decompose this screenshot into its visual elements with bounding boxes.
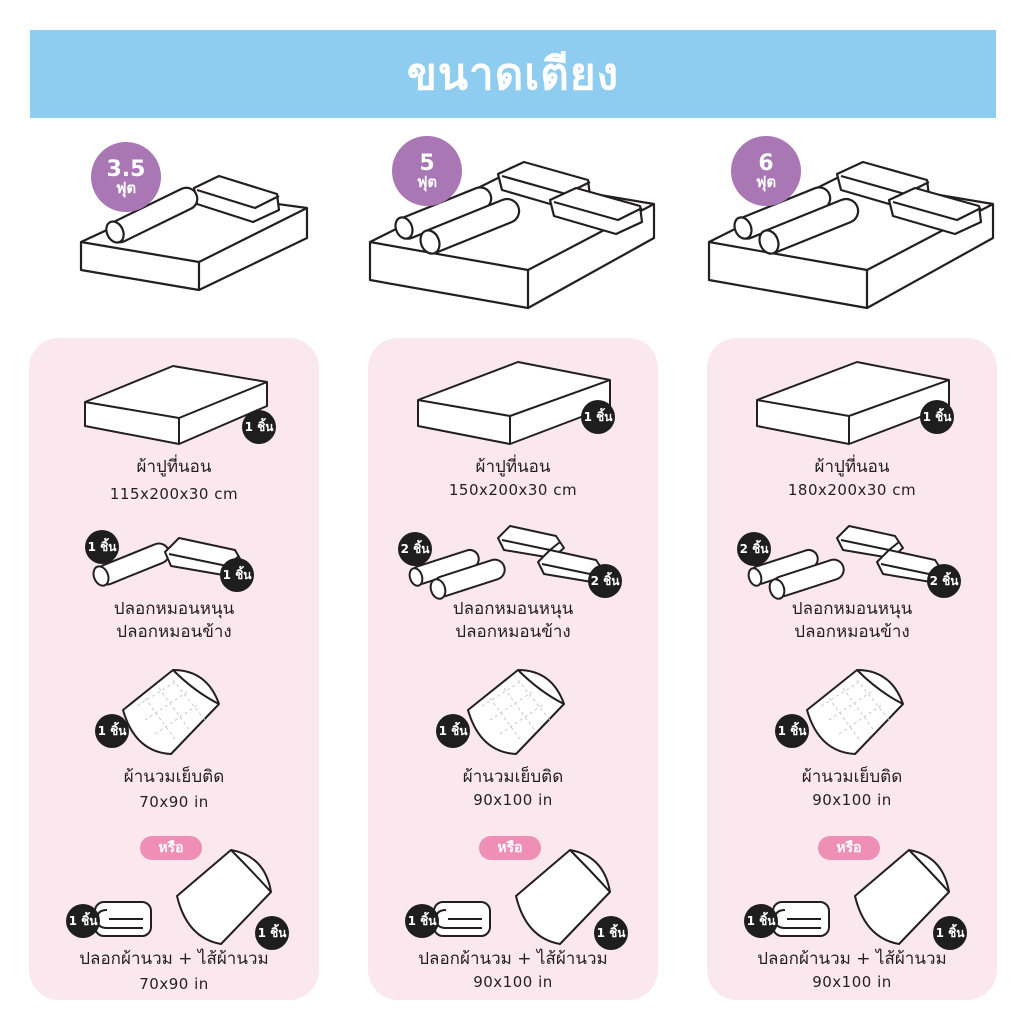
bed-illustration: 5 ฟุต	[368, 130, 658, 330]
bedding-set-card: 1 ชิ้น ผ้าปูที่นอน 115x200x30 cm 1 ชิ้น …	[29, 338, 319, 1000]
pieces-badge: 1 ชิ้น	[436, 714, 470, 748]
duvet-set-label: ปลอกผ้านวม + ไส้ผ้านวม	[79, 949, 269, 969]
bolster-pieces-badge: 2 ชิ้น	[737, 532, 771, 566]
duvet-insert-pieces-badge: 1 ชิ้น	[255, 916, 289, 950]
bed-illustration: 3.5 ฟุต	[29, 130, 319, 330]
fitted-sheet-dimensions: 150x200x30 cm	[448, 481, 578, 499]
duvet-insert-icon	[854, 849, 950, 945]
king-bed-icon	[707, 160, 995, 310]
size-badge: 3.5 ฟุต	[91, 142, 161, 212]
comforter-label: ผ้านวมเย็บติด	[801, 767, 903, 787]
or-divider: หรือ	[818, 836, 880, 860]
quilt-icon	[806, 669, 904, 755]
bolster-icon	[747, 548, 845, 600]
pillow-pieces-badge: 1 ชิ้น	[220, 558, 254, 592]
fitted-sheet-icon	[84, 365, 268, 445]
duvet-cover-pieces-badge: 1 ชิ้น	[405, 904, 439, 938]
size-value: 6	[758, 150, 774, 176]
pieces-badge: 1 ชิ้น	[581, 400, 615, 434]
duvet-insert-pieces-badge: 1 ชิ้น	[933, 916, 967, 950]
bed-size-column-5: 5 ฟุต 1 ชิ้น ผ้าปูที่นอน 150x200x30 cm	[368, 0, 658, 1024]
or-divider: หรือ	[479, 836, 541, 860]
pieces-badge: 1 ชิ้น	[242, 410, 276, 444]
bolster-icon	[408, 548, 506, 600]
size-unit: ฟุต	[115, 178, 137, 197]
bolster-pieces-badge: 2 ชิ้น	[398, 532, 432, 566]
single-bed-icon	[79, 174, 309, 292]
bolster-case-label: ปลอกหมอนข้าง	[455, 622, 571, 642]
fitted-sheet-dimensions: 180x200x30 cm	[787, 481, 917, 499]
pillow-case-label: ปลอกหมอนหนุน	[452, 599, 574, 619]
duvet-cover-pieces-badge: 1 ชิ้น	[744, 904, 778, 938]
size-unit: ฟุต	[755, 172, 777, 191]
duvet-insert-icon	[515, 849, 611, 945]
pillow-pieces-badge: 2 ชิ้น	[588, 564, 622, 598]
fitted-sheet-dimensions: 115x200x30 cm	[109, 485, 239, 503]
fitted-sheet-label: ผ้าปูที่นอน	[136, 457, 212, 477]
comforter-dimensions: 90x100 in	[812, 791, 892, 809]
bolster-pieces-badge: 1 ชิ้น	[85, 530, 119, 564]
pieces-badge: 1 ชิ้น	[95, 714, 129, 748]
bed-size-column-3-5: 3.5 ฟุต 1 ชิ้น ผ้าปูที่นอน 115x200x30 cm	[29, 0, 319, 1024]
duvet-insert-pieces-badge: 1 ชิ้น	[594, 916, 628, 950]
duvet-set-dimensions: 70x90 in	[139, 975, 209, 993]
duvet-insert-icon	[176, 849, 272, 945]
pillow-case-label: ปลอกหมอนหนุน	[791, 599, 913, 619]
duvet-set-dimensions: 90x100 in	[812, 973, 892, 991]
comforter-label: ผ้านวมเย็บติด	[123, 767, 225, 787]
bolster-case-label: ปลอกหมอนข้าง	[794, 622, 910, 642]
or-divider: หรือ	[140, 836, 202, 860]
size-unit: ฟุต	[416, 172, 438, 191]
duvet-set-dimensions: 90x100 in	[473, 973, 553, 991]
fitted-sheet-label: ผ้าปูที่นอน	[475, 457, 551, 477]
pieces-badge: 1 ชิ้น	[920, 400, 954, 434]
size-badge: 5 ฟุต	[392, 136, 462, 206]
size-value: 5	[419, 150, 435, 176]
pillow-pieces-badge: 2 ชิ้น	[927, 564, 961, 598]
bolster-case-label: ปลอกหมอนข้าง	[116, 622, 232, 642]
fitted-sheet-icon	[756, 361, 950, 445]
bedding-set-card: 1 ชิ้น ผ้าปูที่นอน 150x200x30 cm	[368, 338, 658, 1000]
duvet-cover-pieces-badge: 1 ชิ้น	[66, 904, 100, 938]
quilt-icon	[467, 669, 565, 755]
bedding-set-card: 1 ชิ้น ผ้าปูที่นอน 180x200x30 cm	[707, 338, 997, 1000]
double-bed-icon	[368, 160, 656, 310]
page-title: ขนาดเตียง	[406, 49, 620, 100]
comforter-dimensions: 90x100 in	[473, 791, 553, 809]
fitted-sheet-icon	[417, 361, 611, 445]
bed-size-column-6: 6 ฟุต 1 ชิ้น ผ้าปูที่นอน 180x200x30 cm	[707, 0, 997, 1024]
duvet-set-label: ปลอกผ้านวม + ไส้ผ้านวม	[418, 949, 608, 969]
size-value: 3.5	[106, 156, 146, 182]
fitted-sheet-label: ผ้าปูที่นอน	[814, 457, 890, 477]
pieces-badge: 1 ชิ้น	[775, 714, 809, 748]
quilt-icon	[122, 669, 220, 755]
pillow-case-label: ปลอกหมอนหนุน	[113, 599, 235, 619]
bed-illustration: 6 ฟุต	[707, 130, 997, 330]
comforter-dimensions: 70x90 in	[139, 793, 209, 811]
duvet-set-label: ปลอกผ้านวม + ไส้ผ้านวม	[757, 949, 947, 969]
pillow-icon	[836, 525, 944, 583]
size-badge: 6 ฟุต	[731, 136, 801, 206]
folded-duvet-cover-icon	[772, 901, 830, 937]
comforter-label: ผ้านวมเย็บติด	[462, 767, 564, 787]
title-banner: ขนาดเตียง	[30, 30, 996, 118]
